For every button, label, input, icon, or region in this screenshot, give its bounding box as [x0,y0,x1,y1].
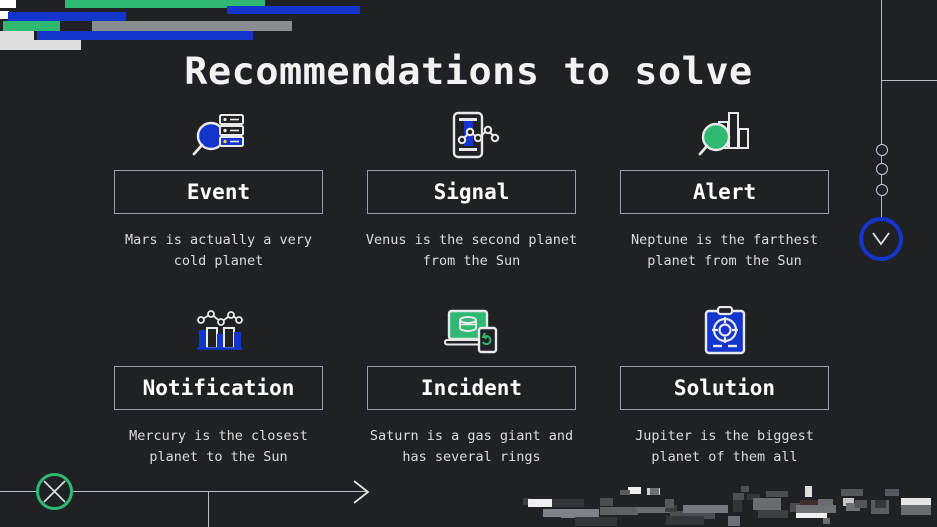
card-label-box: Incident [367,365,576,410]
pixel-block-2 [528,499,563,507]
decorative-bar-9 [37,31,253,40]
card-label: Signal [433,180,510,204]
pixel-block-19 [733,493,744,500]
pixel-block-37 [855,500,867,508]
card-event[interactable]: Event Mars is actually a very cold plane… [92,104,345,272]
barchart-line-icon [191,300,247,362]
scroll-down-button[interactable] [859,217,903,261]
phone-linechart-icon [444,104,500,166]
decorative-bar-11 [0,40,81,50]
page-title: Recommendations to solve [184,50,753,93]
close-x-icon [40,477,69,510]
pixel-block-5 [561,509,599,518]
pixel-block-42 [901,505,931,515]
card-description: Neptune is the farthest planet from the … [631,232,818,269]
pixel-block-1 [523,498,531,505]
pixel-block-7 [600,498,613,506]
magnifier-barchart-icon [697,104,753,166]
card-row-1: Event Mars is actually a very cold plane… [92,104,852,272]
timeline-vertical-branch [208,491,210,527]
card-description: Venus is the second planet from the Sun [365,232,578,269]
laptop-database-phone-icon [443,300,500,362]
pixel-block-30 [796,505,836,513]
card-label-box: Event [114,170,323,214]
pixel-block-36 [846,503,860,511]
pixel-block-21 [733,500,742,512]
pixel-block-23 [747,494,760,500]
card-alert[interactable]: Alert Neptune is the farthest planet fro… [598,104,851,272]
pixel-block-35 [843,498,854,506]
magnifier-server-icon [191,104,247,166]
decorative-bar-1 [0,0,16,8]
pixel-block-6 [575,517,617,526]
pixel-block-40 [885,489,899,496]
pixel-block-15 [665,505,677,512]
card-label: Solution [673,375,776,400]
rail-dot-2 [875,163,888,175]
card-notification[interactable]: Notification Mercury is the closest plan… [92,300,345,468]
pixel-block-26 [758,510,788,518]
card-description: Saturn is a gas giant and has several ri… [369,427,574,465]
card-label: Incident [420,375,523,400]
clipboard-target-icon [699,300,751,362]
pixel-block-13 [650,488,659,495]
card-description: Jupiter is the biggest planet of them al… [635,427,814,465]
rail-vertical-line [881,0,883,227]
pixel-block-3 [552,499,584,507]
card-label: Notification [142,375,295,400]
decorative-bar-8 [92,21,292,31]
pixel-block-34 [841,489,863,496]
card-label-box: Solution [620,365,829,410]
card-label-box: Notification [114,365,323,410]
decorative-bar-3 [227,6,360,14]
pixel-block-20 [741,486,749,492]
pixel-block-39 [875,500,886,508]
card-label-box: Alert [620,170,829,214]
decorative-bar-2 [65,0,265,8]
pixel-block-9 [628,487,641,494]
decorative-bar-4 [0,11,9,19]
recommendations-grid: Event Mars is actually a very cold plane… [92,104,852,468]
chevron-right-icon [349,478,373,510]
card-solution[interactable]: Solution Jupiter is the biggest planet o… [598,300,851,468]
card-description: Mars is actually a very cold planet [125,232,312,269]
rail-dot-1 [875,144,888,156]
card-signal[interactable]: Signal Venus is the second planet from t… [345,104,598,272]
pixel-block-10 [620,490,630,495]
card-incident[interactable]: Incident Saturn is a gas giant and has s… [345,300,598,468]
pixel-block-18 [683,505,728,513]
pixel-block-24 [753,498,781,510]
timeline-horizontal-line [0,491,368,493]
decorative-bar-6 [60,12,126,21]
pixel-block-41 [901,498,931,505]
pixel-block-14 [670,511,715,519]
pixel-block-11 [637,507,673,513]
pixel-block-17 [666,516,704,525]
card-label: Event [186,180,251,204]
pixel-block-29 [800,500,826,509]
card-row-2: Notification Mercury is the closest plan… [92,300,852,468]
pixel-block-22 [728,516,740,526]
card-description: Mercury is the closest planet to the Sun [129,427,308,465]
rail-horizontal-branch [881,80,937,82]
pixel-block-31 [805,486,812,497]
pixel-block-16 [665,499,674,508]
chevron-down-icon [869,227,893,255]
card-label-box: Signal [367,170,576,214]
pixel-block-28 [796,511,827,518]
rail-dot-3 [875,184,888,196]
decorative-bar-7 [3,21,60,31]
pixel-block-25 [766,491,788,497]
pixel-block-32 [818,499,833,507]
pixel-block-33 [823,518,830,524]
card-label: Alert [692,180,757,204]
pixel-block-8 [600,507,638,515]
